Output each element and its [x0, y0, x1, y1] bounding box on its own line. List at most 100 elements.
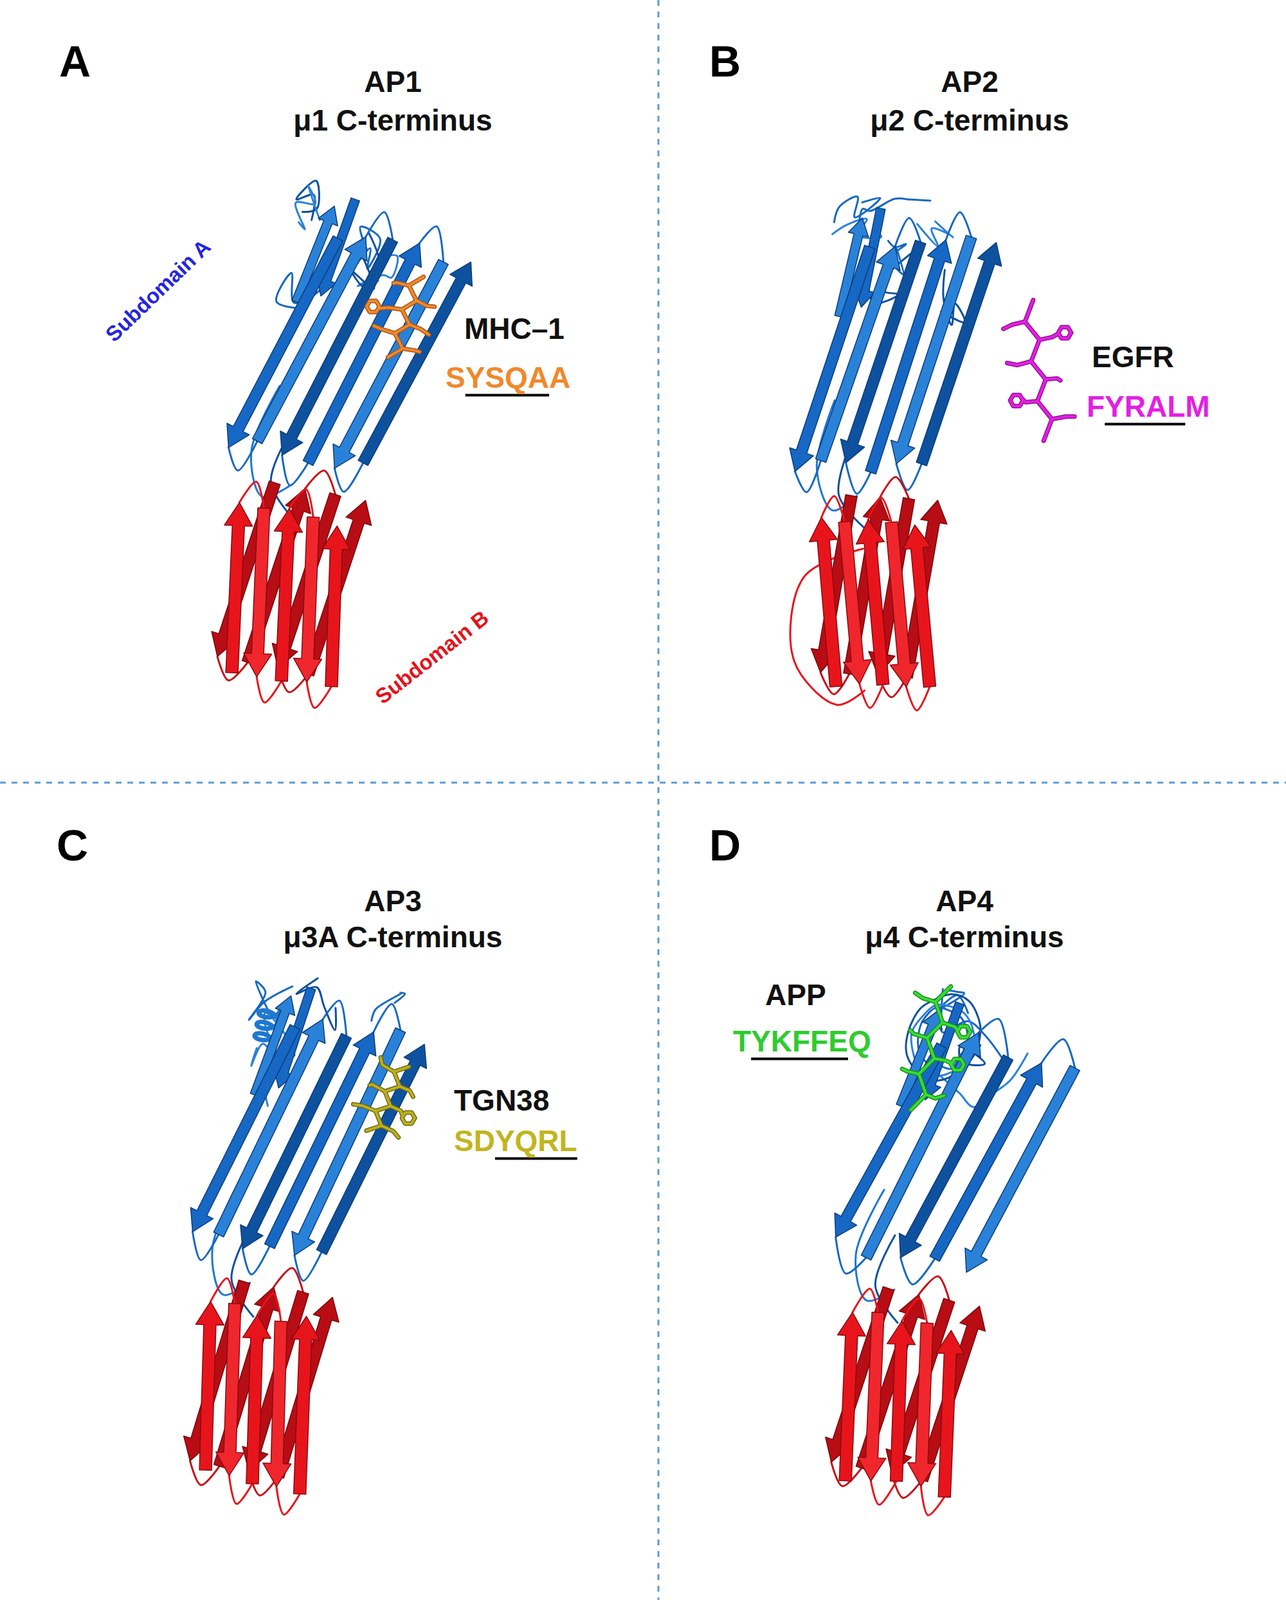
motif-underline [1104, 423, 1186, 426]
peptide-bond [401, 1112, 415, 1124]
loop [239, 479, 269, 508]
peptide-bond [942, 1022, 958, 1031]
peptide-bond [401, 1112, 415, 1124]
peptide-sticks [1003, 300, 1075, 442]
peptide-bond [416, 300, 435, 307]
peptide-bond [1023, 399, 1038, 402]
peptide-sticks [353, 1057, 415, 1137]
peptide-bond [387, 277, 424, 358]
loop [187, 1230, 219, 1263]
loop [320, 997, 353, 1036]
peptide-bond [380, 1057, 395, 1072]
peptide-bond [374, 326, 396, 334]
peptide-bond [914, 992, 935, 1002]
peptide-bond [369, 1084, 385, 1092]
peptide-bond [902, 1068, 919, 1074]
peptide-bond [399, 1086, 414, 1097]
loop [895, 462, 922, 491]
beta-strand [960, 1051, 1081, 1286]
protein-ribbon [140, 963, 439, 1526]
panel-title: AP4 [935, 884, 993, 919]
loop [918, 1273, 953, 1301]
peptide-bond [380, 1057, 395, 1072]
peptide-bond [1051, 416, 1075, 420]
peptide-bond [1024, 300, 1052, 442]
loop [905, 685, 930, 712]
loop [858, 196, 931, 235]
loop [273, 1265, 308, 1293]
protein-name: TGN38 [453, 1083, 550, 1118]
peptide-bond [1039, 333, 1059, 340]
peptide-bond [366, 300, 380, 312]
peptide-bond [387, 277, 424, 358]
peptide-bond [390, 1105, 403, 1115]
peptide-bond [416, 300, 435, 307]
peptide-bond [950, 1059, 964, 1070]
beta-strand [821, 1280, 895, 1468]
peptide-sticks [902, 986, 971, 1110]
peptide-bond [369, 1084, 385, 1092]
peptide-bond [925, 1094, 944, 1099]
beta-strand [264, 1314, 337, 1496]
peptide-bond [366, 300, 380, 312]
subdomain-label: Subdomain A [100, 234, 216, 347]
peptide-bond [393, 282, 409, 286]
panel-letter: A [59, 36, 91, 87]
loop [880, 475, 910, 499]
peptide-bond [409, 324, 429, 336]
peptide-sequence: FYRALM [1086, 389, 1211, 424]
panel-title: AP2 [940, 64, 998, 100]
loop [288, 486, 319, 517]
panel-subtitle: μ3A C-terminus [283, 920, 503, 955]
peptide-bond [409, 324, 429, 336]
loop [868, 497, 893, 523]
loop [257, 1291, 286, 1322]
peptide-bond [1045, 378, 1061, 381]
peptide-sticks [366, 277, 435, 358]
loop [829, 1237, 870, 1277]
loop [1041, 1035, 1081, 1070]
peptide-bond [910, 986, 951, 1110]
peptide-bond [957, 1026, 971, 1038]
peptide-bond [353, 1104, 376, 1112]
peptide-bond [925, 1094, 944, 1099]
peptide-bond [379, 307, 402, 310]
peptide-bond [381, 1125, 399, 1138]
beta-strand [302, 229, 427, 480]
peptide-bond [914, 992, 935, 1002]
panel-title: AP1 [363, 64, 422, 100]
peptide-bond [910, 1030, 928, 1038]
peptide-bond [1003, 321, 1025, 329]
loop [210, 1276, 240, 1306]
peptide-bond [1023, 399, 1038, 402]
peptide-bond [910, 1030, 928, 1038]
beta-strand [288, 1015, 407, 1268]
peptide-bond [379, 307, 402, 310]
peptide-bond [1024, 300, 1052, 442]
loop [974, 1015, 1015, 1058]
panel-divider [0, 781, 1286, 784]
motif-underline [495, 1157, 578, 1160]
peptide-bond [402, 348, 420, 352]
peptide-bond [934, 1058, 951, 1063]
peptide-sequence: SYSQAA [445, 360, 571, 395]
peptide-bond [950, 1059, 964, 1070]
protein-name: MHC–1 [464, 311, 565, 346]
loop [902, 1295, 932, 1326]
panel-title: AP3 [363, 884, 422, 919]
peptide-bond [942, 1022, 958, 1031]
protein-name: EGFR [1091, 340, 1175, 375]
peptide-bond [902, 1068, 919, 1074]
loop [290, 183, 327, 232]
peptide-bond [399, 1086, 414, 1097]
beta-strand [316, 1032, 431, 1267]
peptide-bond [910, 986, 951, 1110]
beta-strand [207, 475, 281, 663]
loop [304, 467, 339, 495]
panel-letter: B [709, 36, 741, 87]
peptide-bond [393, 282, 409, 286]
protein-ribbon [776, 193, 1005, 714]
beta-strand [264, 1019, 381, 1261]
